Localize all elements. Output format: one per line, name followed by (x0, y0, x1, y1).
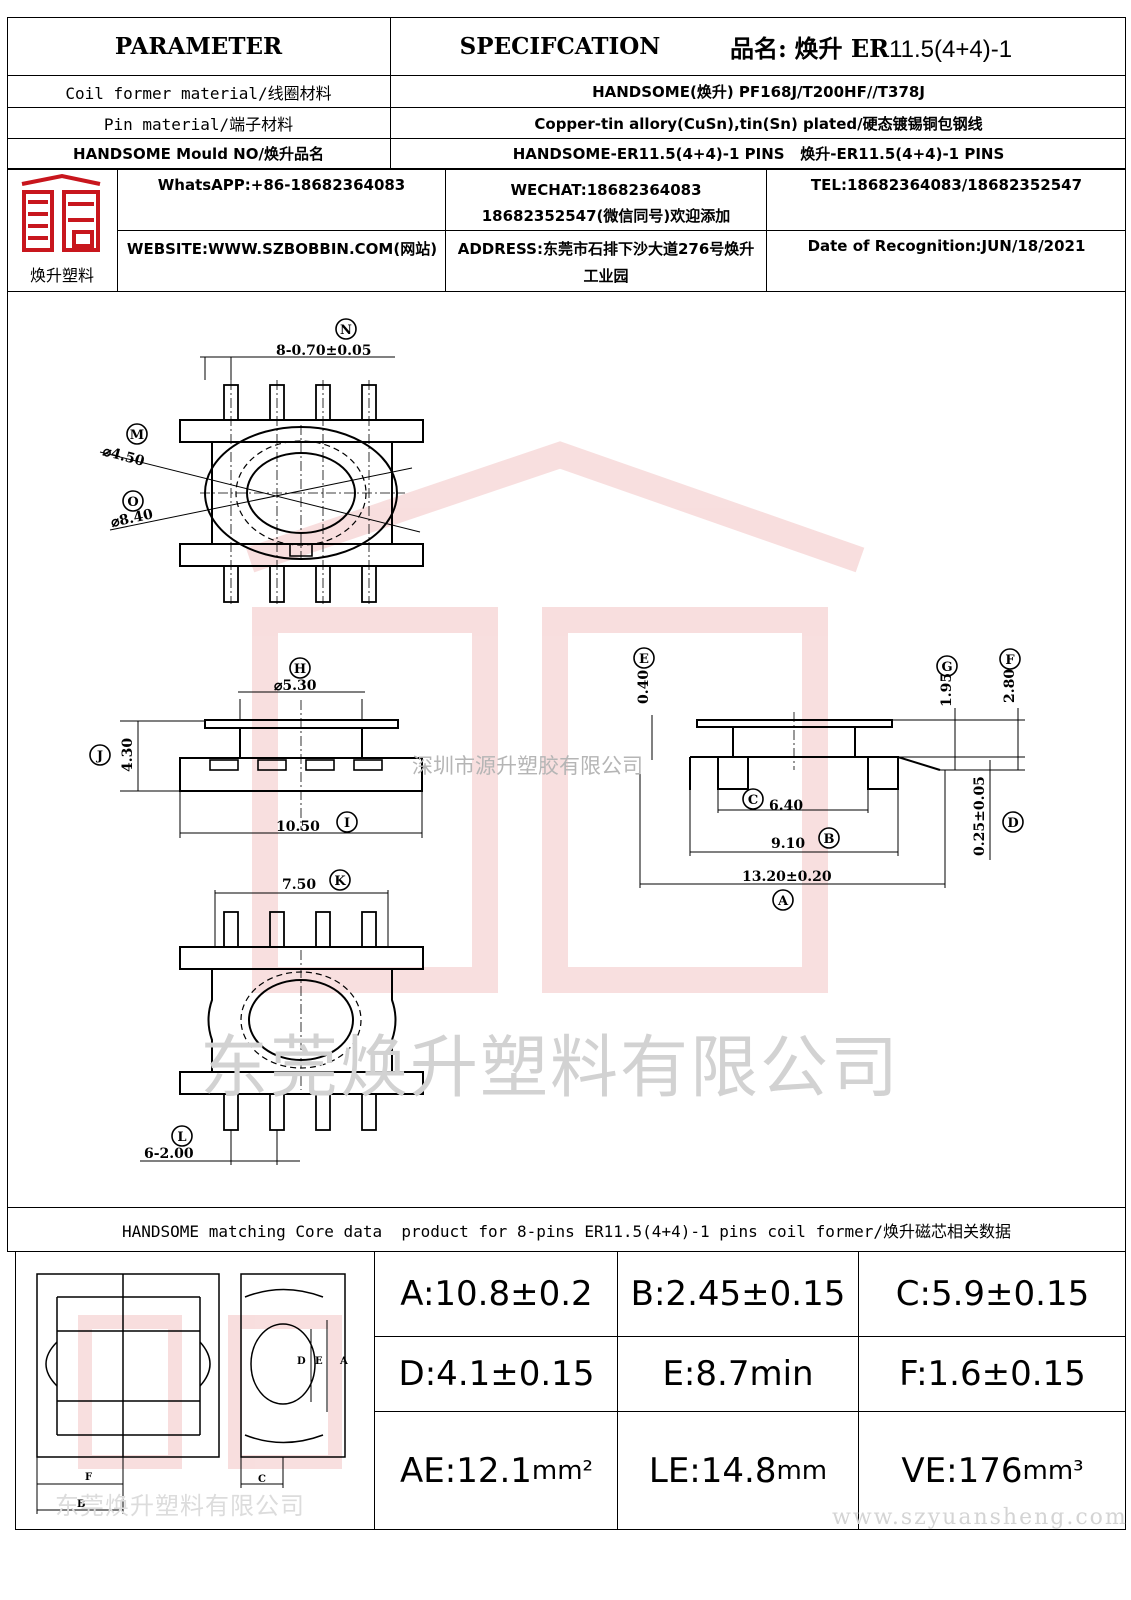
bottom-view (140, 890, 424, 1165)
pin-material-label: Pin material/端子材料 (103, 115, 294, 134)
core-frame (15, 1252, 1126, 1530)
tag-g: G (941, 660, 952, 675)
pin-material-value: Copper-tin allory(CuSn),tin(Sn) plated/硬… (534, 114, 983, 133)
specification-heading: SPECIFCATION (459, 32, 661, 60)
technical-drawing: N M O H J I K L E G F C B D A 8-0.70±0.0… (89, 318, 1025, 1165)
core-ve-unit: mm³ (1022, 1456, 1084, 1486)
core-label-a: A (339, 1356, 348, 1367)
background-logo-watermark (245, 441, 865, 993)
core-label-d: D (297, 1356, 306, 1367)
tag-n: N (340, 323, 352, 338)
front-view (120, 691, 423, 838)
tag-d: D (1007, 816, 1018, 831)
parameter-heading: PARAMETER (114, 32, 283, 60)
core-le-unit: mm (776, 1456, 828, 1486)
core-le-text: LE:14.8 (648, 1451, 777, 1491)
core-label-f: F (85, 1472, 92, 1483)
coil-material-label: Coil former material/线圈材料 (65, 83, 332, 103)
wechat-info: WECHAT:18682364083 18682352547(微信同号)欢迎添加 (446, 176, 766, 230)
dim-k: 7.50 (282, 877, 316, 893)
address-info: ADDRESS:东莞市石排下沙大道276号焕升工业园 (457, 240, 755, 285)
tag-a: A (777, 894, 789, 909)
logo-mark-icon (21, 173, 101, 252)
company-logo: 焕升塑料 (12, 172, 112, 288)
dim-e: 0.40 (636, 670, 652, 704)
drawing-frame (7, 292, 1126, 1207)
product-name-label: 品名: (730, 34, 787, 63)
core-label-c: C (258, 1474, 266, 1485)
core-value-a: A:10.8±0.2 (400, 1274, 593, 1314)
dim-h: ⌀5.30 (274, 678, 317, 694)
mould-no-value: HANDSOME-ER11.5(4+4)-1 PINS 焕升-ER11.5(4+… (512, 145, 1005, 163)
product-name-prefix: 焕升 ER (794, 34, 890, 63)
coil-material-value: HANDSOME(焕升) PF168J/T200HF//T378J (592, 83, 925, 101)
core-dim-letters: D E A F B C (77, 1356, 348, 1510)
wechat-line2: 18682352547(微信同号)欢迎添加 (481, 207, 731, 225)
core-value-c: C:5.9±0.15 (895, 1274, 1090, 1314)
watermark-small: 深圳市源升塑胶有限公司 (412, 754, 643, 778)
dim-a: 13.20±0.20 (742, 869, 832, 885)
core-ae-text: AE:12.1 (400, 1451, 532, 1491)
dim-o: ⌀8.40 (110, 506, 155, 531)
core-title-bar (7, 1207, 1126, 1252)
tag-k: K (334, 874, 346, 889)
callout-letters: N M O H J I K L E G F C B D A (96, 323, 1019, 1145)
dim-g: 1.95 (939, 673, 955, 707)
core-ve-text: VE:176 (901, 1451, 1023, 1491)
core-logo-watermark (78, 1315, 342, 1469)
tag-m: M (130, 428, 144, 443)
dim-d: 0.25±0.05 (972, 776, 988, 856)
header-table (7, 17, 1126, 292)
whatsapp-info: WhatsAPP:+86-18682364083 (157, 176, 406, 194)
tag-h: H (294, 662, 306, 677)
core-drawing-frame (15, 1252, 375, 1530)
dim-f: 2.80 (1002, 669, 1018, 703)
mould-no-label: HANDSOME Mould NO/焕升品名 (73, 145, 324, 163)
core-value-d: D:4.1±0.15 (398, 1354, 595, 1394)
tag-i: I (344, 816, 350, 831)
core-value-b: B:2.45±0.15 (630, 1274, 846, 1314)
tag-l: L (177, 1130, 186, 1145)
dim-n: 8-0.70±0.05 (276, 343, 371, 359)
tag-e: E (639, 652, 649, 667)
dim-b: 9.10 (771, 836, 805, 852)
logo-text: 焕升塑料 (29, 266, 94, 285)
dim-c: 6.40 (769, 798, 803, 814)
core-label-b: B (77, 1499, 85, 1510)
core-ae-unit: mm² (531, 1456, 593, 1486)
recognition-date: Date of Recognition:JUN/18/2021 (807, 237, 1086, 255)
dim-j: 4.30 (120, 738, 136, 772)
core-section-title: HANDSOME matching Core data product for … (122, 1221, 1011, 1241)
core-watermark: 东莞焕升塑料有限公司 (55, 1492, 305, 1520)
website-info: WEBSITE:WWW.SZBOBBIN.COM(网站) (126, 240, 438, 258)
top-view (99, 356, 424, 604)
callout-circles (89, 318, 1024, 1147)
dim-i: 10.50 (276, 819, 320, 835)
watermark-large: 东莞焕升塑料有限公司 (200, 1029, 901, 1108)
website-watermark: www.szyuansheng.com (832, 1505, 1128, 1530)
tag-o: O (127, 495, 138, 510)
core-value-e: E:8.7min (662, 1354, 814, 1394)
tag-j: J (96, 749, 103, 764)
wechat-line1: WECHAT:18682364083 (510, 181, 702, 199)
product-name: 品名: 焕升 ER11.5(4+4)-1 (730, 29, 1012, 63)
core-value-f: F:1.6±0.15 (899, 1354, 1086, 1394)
core-label-e: E (315, 1356, 323, 1367)
product-name-model: 11.5(4+4)-1 (889, 36, 1013, 63)
dim-m: ⌀4.50 (101, 443, 146, 470)
tel-info: TEL:18682364083/18682352547 (810, 176, 1083, 194)
dim-l: 6-2.00 (144, 1146, 194, 1162)
core-drawing: D E A F B C (36, 1273, 348, 1514)
tag-b: B (824, 832, 835, 847)
tag-c: C (748, 793, 758, 808)
tag-f: F (1005, 653, 1015, 668)
right-view (639, 708, 1025, 888)
